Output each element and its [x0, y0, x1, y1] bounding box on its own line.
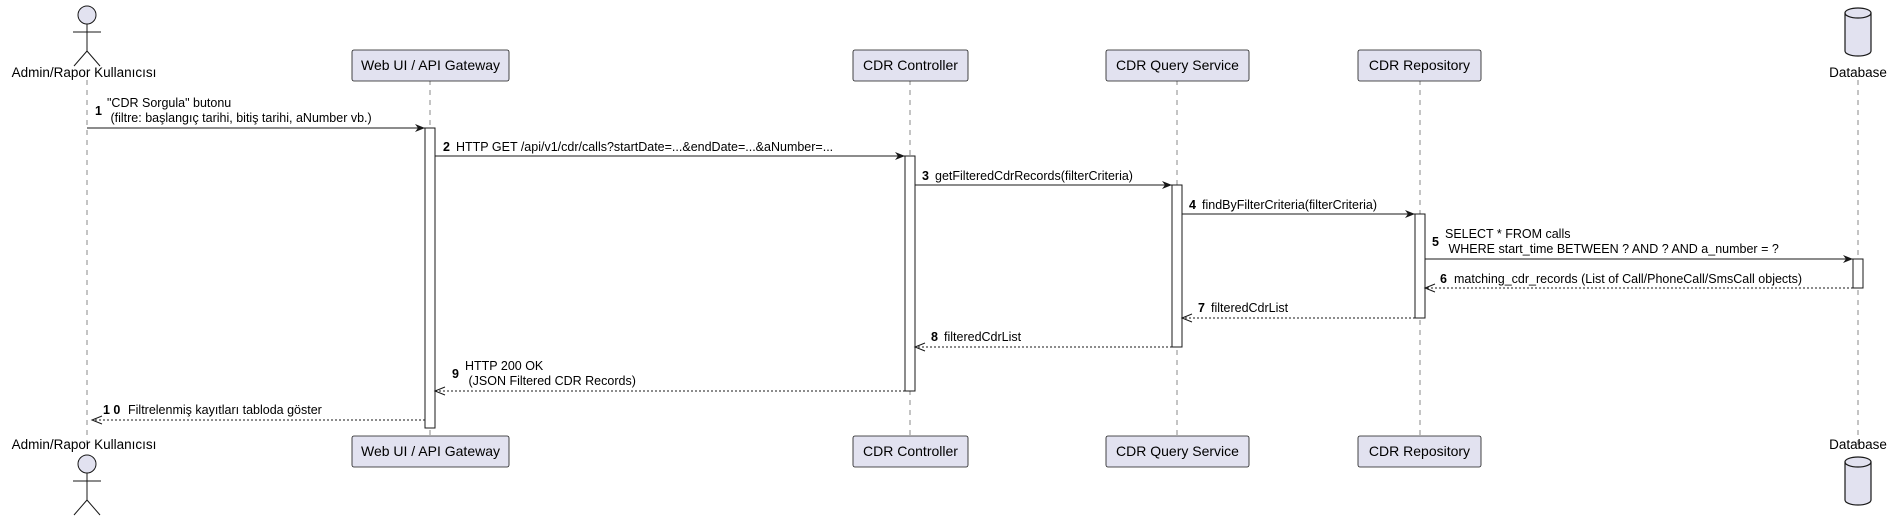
- message-number: 3: [922, 169, 929, 183]
- message-number: 5: [1432, 235, 1439, 249]
- participant-label-db-bottom: Database: [1829, 437, 1887, 452]
- actor-icon: [73, 5, 101, 67]
- activations: [424, 127, 1864, 429]
- activation-query: [1171, 184, 1183, 348]
- message-number: 4: [1189, 198, 1196, 212]
- message-label-line: getFilteredCdrRecords(filterCriteria): [935, 169, 1133, 183]
- message-6: 6 matching_cdr_records (List of Call/Pho…: [1423, 272, 1853, 293]
- database-icon: [1844, 456, 1872, 506]
- message-label-line: matching_cdr_records (List of Call/Phone…: [1454, 272, 1802, 286]
- activation-controller: [904, 155, 916, 392]
- database-icon: [1844, 7, 1872, 57]
- message-number: 1: [95, 104, 102, 118]
- participant-label-db: Database: [1829, 65, 1887, 80]
- participant-webui-bottom: Web UI / API Gateway: [351, 435, 510, 468]
- arrowhead: [1405, 210, 1415, 218]
- participant-repo-bottom: CDR Repository: [1357, 435, 1482, 468]
- message-5: 5 SELECT * FROM calls WHERE start_time B…: [1425, 227, 1853, 263]
- participant-label-controller-bottom: CDR Controller: [863, 443, 958, 459]
- messages: 1 "CDR Sorgula" butonu (filtre: başlangı…: [87, 96, 1853, 425]
- message-label-line: WHERE start_time BETWEEN ? AND ? AND a_n…: [1445, 242, 1779, 256]
- participant-query-top: CDR Query Service: [1105, 49, 1250, 82]
- message-label-line: findByFilterCriteria(filterCriteria): [1202, 198, 1377, 212]
- lifelines: [86, 80, 1859, 445]
- message-number: 9: [452, 367, 459, 381]
- message-4: 4 findByFilterCriteria(filterCriteria): [1182, 198, 1415, 218]
- message-number: 2: [443, 140, 450, 154]
- actor-icon: [73, 454, 101, 516]
- participant-db-top: Database: [1829, 7, 1887, 80]
- participant-webui-top: Web UI / API Gateway: [351, 49, 510, 82]
- arrowhead: [1162, 181, 1172, 189]
- message-number: 6: [1440, 272, 1447, 286]
- actor-bottom: Admin/Rapor Kullanıcısı: [12, 437, 157, 516]
- message-label-line: (JSON Filtered CDR Records): [465, 374, 636, 388]
- actor-top: Admin/Rapor Kullanıcısı: [12, 5, 157, 80]
- participant-label-admin: Admin/Rapor Kullanıcısı: [12, 65, 157, 80]
- message-number: 1 0: [103, 403, 120, 417]
- participant-label-webui-bottom: Web UI / API Gateway: [361, 443, 500, 459]
- message-label-line: (filtre: başlangıç tarihi, bitiş tarihi,…: [107, 111, 372, 125]
- participant-label-query-bottom: CDR Query Service: [1116, 443, 1239, 459]
- message-label-line: filteredCdrList: [1211, 301, 1289, 315]
- message-3: 3 getFilteredCdrRecords(filterCriteria): [915, 169, 1172, 189]
- arrowhead: [415, 124, 425, 132]
- participant-label-admin-bottom: Admin/Rapor Kullanıcısı: [12, 437, 157, 452]
- participant-label-controller: CDR Controller: [863, 57, 958, 73]
- participants-top: Admin/Rapor Kullanıcısı Web UI / API Gat…: [12, 5, 1887, 82]
- arrowhead: [1423, 283, 1436, 293]
- participant-db-bottom: Database: [1829, 437, 1887, 506]
- message-label-line: "CDR Sorgula" butonu: [107, 96, 231, 110]
- arrowhead: [913, 342, 926, 352]
- participant-label-repo: CDR Repository: [1369, 57, 1470, 73]
- arrowhead: [1180, 313, 1193, 323]
- participant-controller-top: CDR Controller: [852, 49, 969, 82]
- participant-repo-top: CDR Repository: [1357, 49, 1482, 82]
- message-1: 1 "CDR Sorgula" butonu (filtre: başlangı…: [87, 96, 425, 132]
- message-label-line: HTTP 200 OK: [465, 359, 544, 373]
- message-9: 9 HTTP 200 OK (JSON Filtered CDR Records…: [433, 359, 905, 396]
- message-label-line: HTTP GET /api/v1/cdr/calls?startDate=...…: [456, 140, 833, 154]
- message-7: 7 filteredCdrList: [1180, 301, 1415, 323]
- activation-db: [1852, 258, 1864, 289]
- message-label-line: Filtrelenmiş kayıtları tabloda göster: [128, 403, 322, 417]
- participant-query-bottom: CDR Query Service: [1105, 435, 1250, 468]
- arrowhead: [895, 152, 905, 160]
- message-label-line: SELECT * FROM calls: [1445, 227, 1571, 241]
- arrowhead: [1843, 255, 1853, 263]
- activation-webui: [424, 127, 436, 429]
- activation-repo: [1414, 213, 1426, 319]
- arrowhead: [90, 415, 103, 425]
- participants-bottom: Admin/Rapor Kullanıcısı Web UI / API Gat…: [12, 435, 1887, 516]
- participant-label-repo-bottom: CDR Repository: [1369, 443, 1470, 459]
- message-number: 8: [931, 330, 938, 344]
- message-number: 7: [1198, 301, 1205, 315]
- message-2: 2 HTTP GET /api/v1/cdr/calls?startDate=.…: [435, 140, 905, 160]
- participant-controller-bottom: CDR Controller: [852, 435, 969, 468]
- participant-label-webui: Web UI / API Gateway: [361, 57, 500, 73]
- message-8: 8 filteredCdrList: [913, 330, 1172, 352]
- message-label-line: filteredCdrList: [944, 330, 1022, 344]
- arrowhead: [433, 386, 446, 396]
- message-10: 1 0 Filtrelenmiş kayıtları tabloda göste…: [90, 403, 425, 425]
- participant-label-query: CDR Query Service: [1116, 57, 1239, 73]
